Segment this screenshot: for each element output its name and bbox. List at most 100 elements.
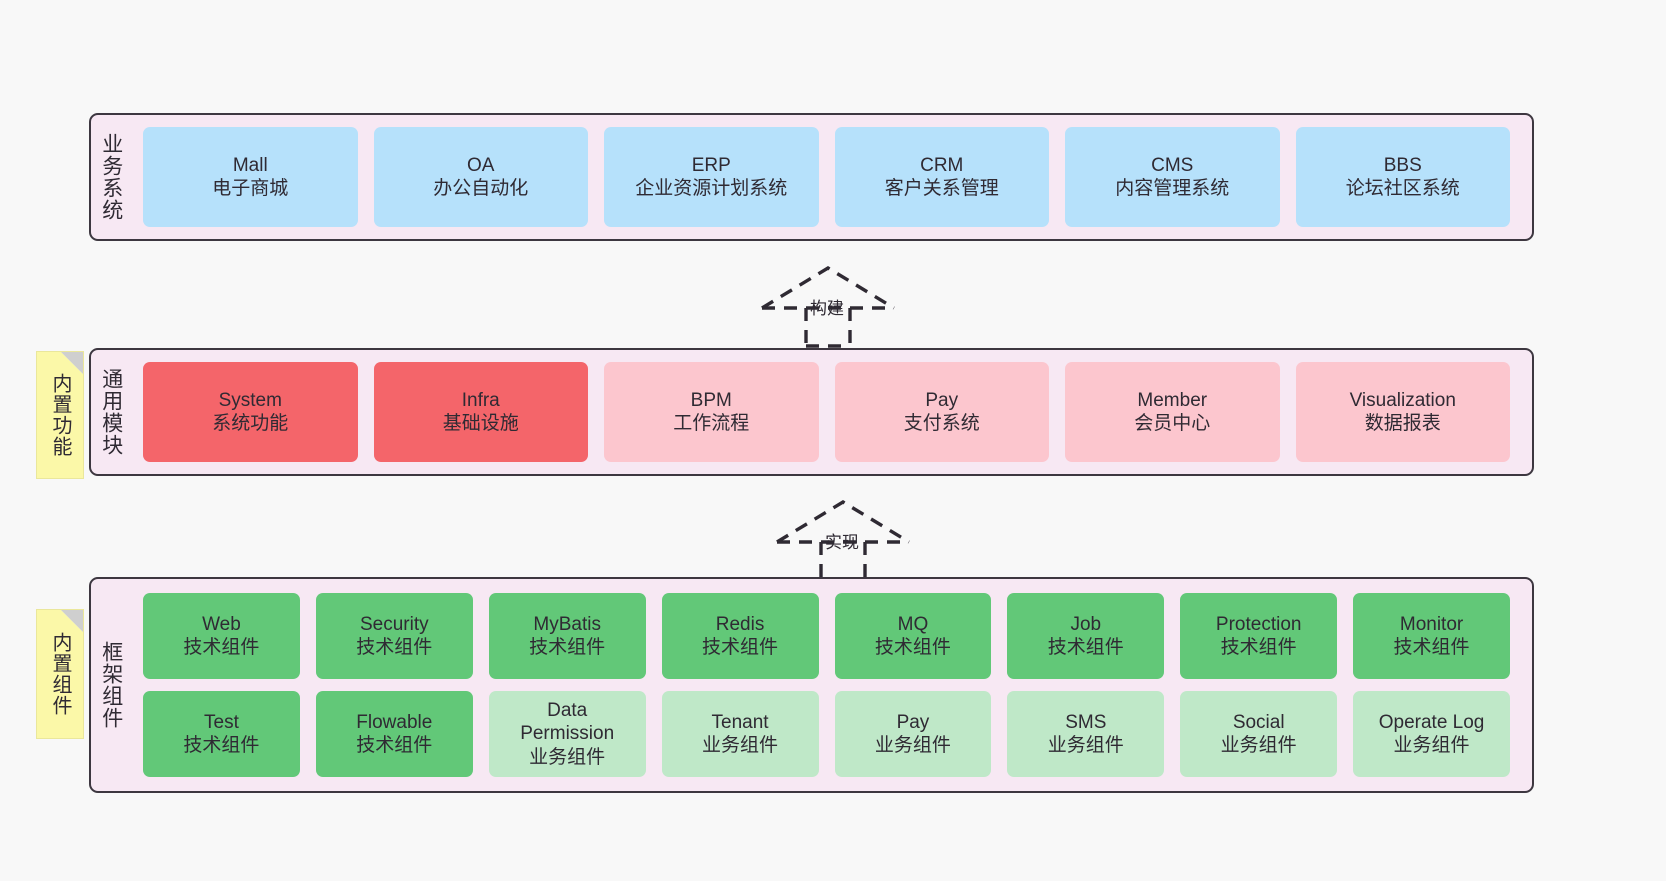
module-name: ERP <box>691 154 731 176</box>
note-label: 内置组件 <box>49 632 71 716</box>
module-name: Pay <box>925 389 959 411</box>
module-card-redis[interactable]: Redis 技术组件 <box>661 593 819 679</box>
module-name: Visualization <box>1349 389 1456 411</box>
layer-framework-component: 框架组件 Web 技术组件 Security 技术组件 MyBatis 技术组件… <box>89 577 1534 793</box>
module-card-pay[interactable]: Pay 业务组件 <box>834 691 992 777</box>
module-desc: 技术组件 <box>183 637 260 658</box>
module-desc: 技术组件 <box>356 637 433 658</box>
module-desc: 技术组件 <box>183 735 260 756</box>
module-card-oa[interactable]: OA 办公自动化 <box>373 127 588 227</box>
module-desc: 业务组件 <box>874 735 951 756</box>
module-card-web[interactable]: Web 技术组件 <box>143 593 300 679</box>
module-name: Web <box>202 613 241 635</box>
module-card-security[interactable]: Security 技术组件 <box>315 593 473 679</box>
module-name: Member <box>1137 389 1208 411</box>
module-card-data-permission[interactable]: Data Permission 业务组件 <box>488 691 646 777</box>
module-desc: 业务组件 <box>1047 735 1124 756</box>
module-name: Social <box>1232 711 1285 733</box>
module-name: Monitor <box>1399 613 1464 635</box>
module-card-mybatis[interactable]: MyBatis 技术组件 <box>488 593 646 679</box>
module-card-tenant[interactable]: Tenant 业务组件 <box>661 691 819 777</box>
module-desc: 工作流程 <box>673 413 750 434</box>
module-card-operate-log[interactable]: Operate Log 业务组件 <box>1353 691 1510 777</box>
module-card-system[interactable]: System 系统功能 <box>143 362 358 462</box>
module-desc: 技术组件 <box>356 735 433 756</box>
note-builtin-component: 内置组件 <box>36 609 84 739</box>
layer-cells-business-system: Mall 电子商城 OA 办公自动化 ERP 企业资源计划系统 CRM 客户关系… <box>131 115 1532 239</box>
cell-row-technical: Web 技术组件 Security 技术组件 MyBatis 技术组件 Redi… <box>135 593 1518 679</box>
module-card-infra[interactable]: Infra 基础设施 <box>373 362 588 462</box>
module-name: CMS <box>1151 154 1194 176</box>
module-card-social[interactable]: Social 业务组件 <box>1180 691 1338 777</box>
module-name: Pay <box>896 711 930 733</box>
module-desc: 技术组件 <box>1220 637 1297 658</box>
module-name: BPM <box>690 389 732 411</box>
module-name: Protection <box>1215 613 1302 635</box>
module-card-test[interactable]: Test 技术组件 <box>143 691 300 777</box>
module-desc: 业务组件 <box>1220 735 1297 756</box>
layer-cells-framework-component: Web 技术组件 Security 技术组件 MyBatis 技术组件 Redi… <box>131 579 1532 791</box>
module-card-visualization[interactable]: Visualization 数据报表 <box>1295 362 1510 462</box>
connector-implement: 实现 <box>765 492 925 582</box>
module-name: Data Permission <box>520 700 615 745</box>
module-name: BBS <box>1383 154 1422 176</box>
dashed-generalization-arrow-icon <box>761 266 895 348</box>
module-card-erp[interactable]: ERP 企业资源计划系统 <box>604 127 819 227</box>
module-card-flowable[interactable]: Flowable 技术组件 <box>315 691 473 777</box>
module-desc: 业务组件 <box>702 735 779 756</box>
folded-corner-icon <box>61 610 83 632</box>
cell-row: Mall 电子商城 OA 办公自动化 ERP 企业资源计划系统 CRM 客户关系… <box>135 127 1518 227</box>
module-desc: 业务组件 <box>1393 735 1470 756</box>
module-name: Job <box>1070 613 1102 635</box>
module-desc: 电子商城 <box>212 178 289 199</box>
module-desc: 技术组件 <box>1393 637 1470 658</box>
module-name: OA <box>467 154 495 176</box>
module-card-member[interactable]: Member 会员中心 <box>1065 362 1280 462</box>
module-desc: 内容管理系统 <box>1115 178 1230 199</box>
module-desc: 技术组件 <box>874 637 951 658</box>
module-desc: 技术组件 <box>1047 637 1124 658</box>
module-name: Redis <box>715 613 765 635</box>
module-desc: 技术组件 <box>702 637 779 658</box>
module-desc: 办公自动化 <box>433 178 529 199</box>
folded-corner-icon <box>61 352 83 374</box>
module-desc: 支付系统 <box>903 413 980 434</box>
module-card-mq[interactable]: MQ 技术组件 <box>834 593 992 679</box>
module-desc: 基础设施 <box>442 413 519 434</box>
module-desc: 业务组件 <box>529 746 606 768</box>
module-card-bpm[interactable]: BPM 工作流程 <box>604 362 819 462</box>
module-card-mall[interactable]: Mall 电子商城 <box>143 127 358 227</box>
module-card-monitor[interactable]: Monitor 技术组件 <box>1353 593 1510 679</box>
module-card-pay[interactable]: Pay 支付系统 <box>834 362 1049 462</box>
layer-cells-common-module: System 系统功能 Infra 基础设施 BPM 工作流程 Pay 支付系统… <box>131 350 1532 474</box>
module-name: CRM <box>920 154 964 176</box>
module-card-cms[interactable]: CMS 内容管理系统 <box>1065 127 1280 227</box>
module-desc: 企业资源计划系统 <box>635 178 788 199</box>
module-desc: 论坛社区系统 <box>1345 178 1460 199</box>
cell-row-business: Test 技术组件 Flowable 技术组件 Data Permission … <box>135 691 1518 777</box>
connector-label-build: 构建 <box>810 299 844 318</box>
module-card-job[interactable]: Job 技术组件 <box>1007 593 1165 679</box>
module-name: Flowable <box>356 711 433 733</box>
cell-row: System 系统功能 Infra 基础设施 BPM 工作流程 Pay 支付系统… <box>135 362 1518 462</box>
module-card-protection[interactable]: Protection 技术组件 <box>1180 593 1338 679</box>
module-name: Operate Log <box>1378 711 1485 733</box>
module-card-sms[interactable]: SMS 业务组件 <box>1007 691 1165 777</box>
layer-common-module: 通用模块 System 系统功能 Infra 基础设施 BPM 工作流程 Pay… <box>89 348 1534 476</box>
module-card-bbs[interactable]: BBS 论坛社区系统 <box>1295 127 1510 227</box>
module-card-crm[interactable]: CRM 客户关系管理 <box>834 127 1049 227</box>
module-name: Infra <box>461 389 500 411</box>
layer-title-common-module: 通用模块 <box>99 368 123 456</box>
module-name: System <box>218 389 282 411</box>
dashed-generalization-arrow-icon <box>776 500 910 582</box>
module-name: Mall <box>232 154 268 176</box>
module-name: SMS <box>1065 711 1107 733</box>
module-desc: 会员中心 <box>1134 413 1211 434</box>
module-desc: 数据报表 <box>1364 413 1441 434</box>
module-name: Test <box>204 711 239 733</box>
layer-title-business-system: 业务系统 <box>99 133 123 221</box>
note-builtin-function: 内置功能 <box>36 351 84 479</box>
module-desc: 客户关系管理 <box>884 178 999 199</box>
module-desc: 技术组件 <box>529 637 606 658</box>
layer-title-framework-component: 框架组件 <box>99 641 123 729</box>
